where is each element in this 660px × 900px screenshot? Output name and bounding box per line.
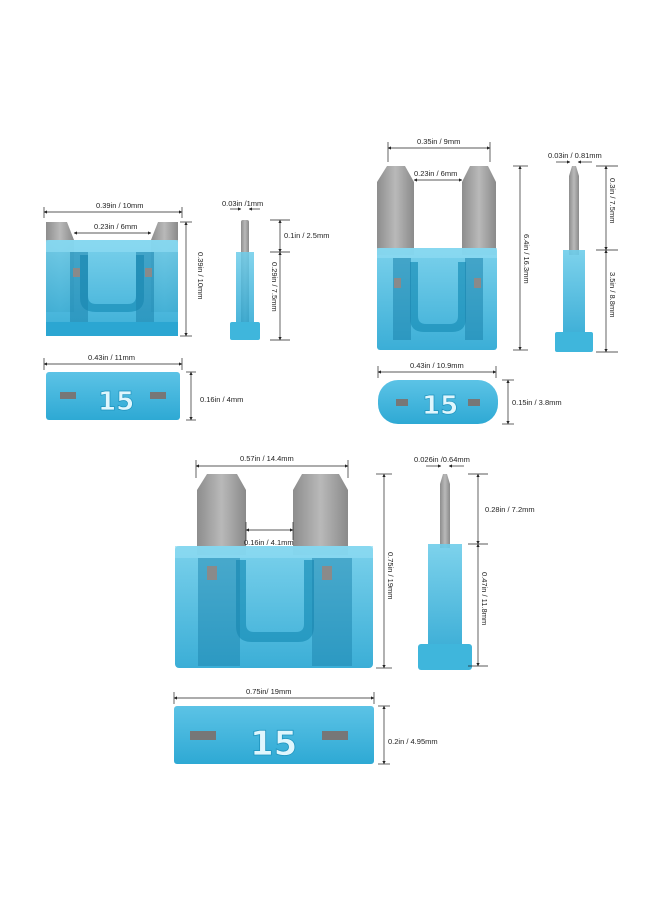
low-profile-mini-side-view: 0.03in /1mm 0.1in / 2.5mm 0.29in / 7.5mm — [222, 199, 329, 341]
side-body — [236, 252, 254, 324]
label-side-bottom: 0.29in / 7.5mm — [270, 262, 279, 312]
label-side-bottom: 3.5in / 8.8mm — [608, 272, 617, 317]
side-base — [418, 644, 472, 670]
mini-front-view — [377, 166, 497, 350]
mini-side-view: 0.03in / 0.81mm 0.3in / 7.5mm 3.5in / 8.… — [548, 151, 618, 353]
top-slot-right — [468, 399, 480, 406]
top-body — [174, 706, 374, 764]
low-profile-mini-top-view: 0.43in / 11mm 15 0.16in / 4mm — [43, 353, 243, 421]
side-body — [563, 250, 585, 334]
fuse-rating-number: 15 — [250, 724, 297, 764]
label-side-thickness: 0.026in /0.64mm — [414, 455, 470, 464]
label-side-thickness: 0.03in /1mm — [222, 199, 263, 208]
label-terminal-gap: 0.16in / 4.1mm — [244, 538, 294, 547]
terminal-left — [197, 474, 246, 555]
body-top-band — [175, 546, 373, 558]
label-top-depth: 0.2in / 4.95mm — [388, 737, 438, 746]
label-front-height: 0.39in / 10mm — [196, 252, 205, 300]
fuse-element — [236, 560, 314, 642]
inner-right-leg — [136, 252, 154, 322]
low-profile-mini-front-view — [46, 222, 178, 336]
standard-dimensions: 0.57in / 14.4mm 0.16in / 4.1mm 0.75in / … — [195, 454, 395, 669]
standard-side-view: 0.026in /0.64mm 0.28in / 7.2mm 0.47in / … — [414, 455, 535, 670]
body-top-band — [46, 240, 178, 252]
fuse-rating-number: 15 — [422, 391, 458, 421]
label-top-width: 0.75in/ 19mm — [246, 687, 291, 696]
test-point-left — [207, 566, 217, 580]
standard-top-view: 0.75in/ 19mm 15 0.2in / 4.95mm — [173, 687, 438, 764]
low-profile-mini-dimensions: 0.39in / 10mm 0.23in / 6mm 0.39in / 10mm — [43, 201, 205, 337]
mini-dimensions: 0.35in / 9mm 0.23in / 6mm 6.4in / 16.3mm — [387, 137, 531, 351]
top-slot-left — [190, 731, 216, 740]
body-top-band — [377, 248, 497, 258]
top-slot-right — [150, 392, 166, 399]
terminal-left — [377, 166, 414, 255]
top-slot-left — [60, 392, 76, 399]
label-top-width: 0.43in / 10.9mm — [410, 361, 464, 370]
test-point-left — [73, 268, 80, 277]
top-slot-left — [396, 399, 408, 406]
fuse-rating-number: 15 — [98, 387, 134, 417]
label-side-bottom: 0.47in / 11.8mm — [480, 572, 489, 625]
side-body — [428, 544, 462, 646]
label-terminal-gap: 0.23in / 6mm — [414, 169, 457, 178]
fuse-element — [410, 262, 466, 332]
side-terminal — [569, 166, 579, 255]
terminal-right — [462, 166, 496, 255]
label-side-thickness: 0.03in / 0.81mm — [548, 151, 602, 160]
label-terminal-gap: 0.23in / 6mm — [94, 222, 137, 231]
body-bottom — [46, 322, 178, 336]
mini-top-view: 0.43in / 10.9mm 15 0.15in / 3.8mm — [377, 361, 562, 425]
top-body — [378, 380, 498, 424]
terminal-right — [293, 474, 348, 555]
test-point-left — [394, 278, 401, 288]
label-side-top: 0.28in / 7.2mm — [485, 505, 535, 514]
inner-left-leg — [198, 558, 240, 666]
side-base — [555, 332, 593, 352]
top-body — [46, 372, 180, 420]
inner-right-leg — [465, 258, 483, 340]
label-top-depth: 0.16in / 4mm — [200, 395, 243, 404]
label-top-depth: 0.15in / 3.8mm — [512, 398, 562, 407]
side-terminal — [440, 474, 450, 548]
standard-front-view — [175, 474, 373, 668]
label-front-width: 0.57in / 14.4mm — [240, 454, 294, 463]
test-point-right — [145, 268, 152, 277]
label-side-top: 0.3in / 7.5mm — [608, 178, 617, 223]
label-front-height: 6.4in / 16.3mm — [522, 234, 531, 284]
inner-left-leg — [70, 252, 88, 322]
fuse-body — [46, 240, 178, 336]
side-base — [230, 322, 260, 340]
top-slot-right — [322, 731, 348, 740]
inner-left-leg — [393, 258, 411, 340]
label-front-width: 0.35in / 9mm — [417, 137, 460, 146]
test-point-right — [474, 278, 481, 288]
test-point-right — [322, 566, 332, 580]
label-front-width: 0.39in / 10mm — [96, 201, 144, 210]
label-front-height: 0.75in / 19mm — [386, 552, 395, 600]
label-top-width: 0.43in / 11mm — [88, 353, 135, 362]
label-side-top: 0.1in / 2.5mm — [284, 231, 329, 240]
